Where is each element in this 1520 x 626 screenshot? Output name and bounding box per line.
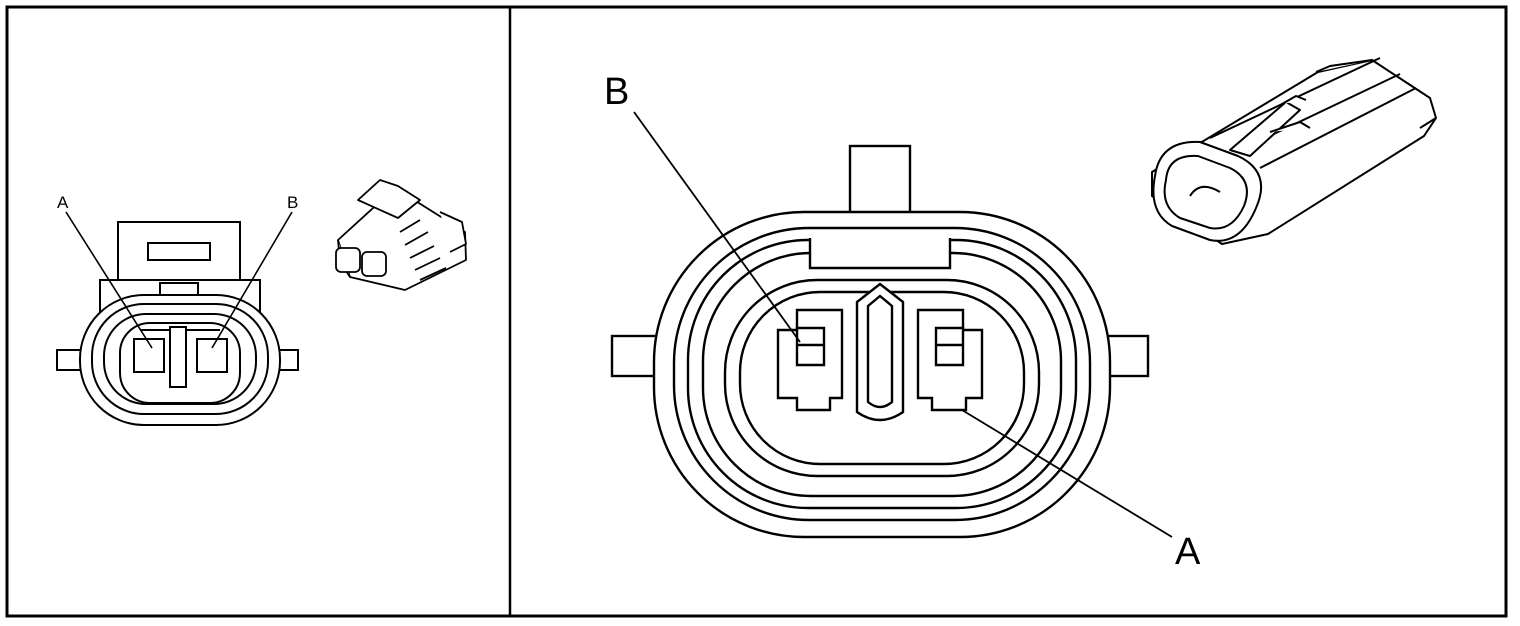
small-connector-face <box>56 221 299 426</box>
small-connector-isometric <box>335 179 467 291</box>
leader-line-a-large <box>961 409 1173 538</box>
label-a-small: A <box>57 193 69 212</box>
right-panel: B A <box>604 57 1437 573</box>
label-b-small: B <box>287 193 298 212</box>
leader-line-b-small <box>211 211 293 349</box>
left-panel: A B <box>56 179 467 426</box>
label-b-large: B <box>604 71 629 113</box>
large-connector-face <box>610 144 1150 539</box>
leader-line-a-small <box>65 211 153 349</box>
label-a-large: A <box>1175 531 1201 573</box>
large-connector-isometric <box>1151 57 1437 245</box>
leader-line-b-large <box>633 111 801 343</box>
